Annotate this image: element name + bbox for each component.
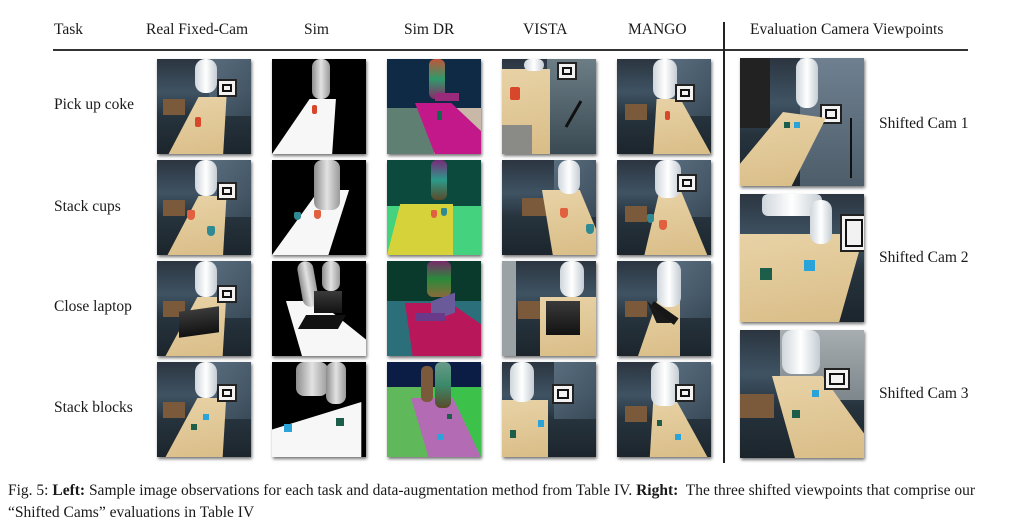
image-vista-stack-cups <box>502 160 596 255</box>
image-shifted-cam-2 <box>740 194 864 322</box>
image-shifted-cam-1 <box>740 58 864 186</box>
header-sim-dr: Sim DR <box>404 21 455 38</box>
task-label-stack-blocks: Stack blocks <box>54 399 133 416</box>
image-sim-dr-pick-up-coke <box>387 59 481 154</box>
image-real-pick-up-coke <box>157 59 251 154</box>
sim-dr-bg <box>387 362 481 389</box>
header-real-fixed-cam: Real Fixed-Cam <box>146 21 249 38</box>
task-label-stack-cups: Stack cups <box>54 198 121 215</box>
shifted-cam-2-label: Shifted Cam 2 <box>879 249 969 266</box>
caption-right-text: The three shifted viewpoints that compri… <box>8 482 979 521</box>
header-mango: MANGO <box>628 21 687 38</box>
image-vista-stack-blocks <box>502 362 596 457</box>
caption-right-bold: Right: <box>636 482 679 499</box>
image-real-close-laptop <box>157 261 251 356</box>
image-mango-stack-blocks <box>617 362 711 457</box>
header-sim: Sim <box>304 21 329 38</box>
image-sim-stack-cups <box>272 160 366 255</box>
vertical-divider <box>723 22 725 463</box>
image-real-stack-cups <box>157 160 251 255</box>
header-vista: VISTA <box>523 21 568 38</box>
image-shifted-cam-3 <box>740 330 864 458</box>
image-sim-dr-stack-cups <box>387 160 481 255</box>
image-sim-dr-close-laptop <box>387 261 481 356</box>
caption-left-text: Sample image observations for each task … <box>85 482 637 499</box>
image-sim-dr-stack-blocks <box>387 362 481 457</box>
image-vista-pick-up-coke <box>502 59 596 154</box>
figure-caption: Fig. 5: Left: Sample image observations … <box>8 480 1018 524</box>
image-vista-close-laptop <box>502 261 596 356</box>
image-mango-close-laptop <box>617 261 711 356</box>
shifted-cam-3-label: Shifted Cam 3 <box>879 385 969 402</box>
header-evaluation-viewpoints: Evaluation Camera Viewpoints <box>750 21 944 38</box>
task-label-pick-up-coke: Pick up coke <box>54 96 135 113</box>
task-label-close-laptop: Close laptop <box>54 298 132 315</box>
image-sim-stack-blocks <box>272 362 366 457</box>
image-sim-pick-up-coke <box>272 59 366 154</box>
image-real-stack-blocks <box>157 362 251 457</box>
caption-left-bold: Left: <box>52 482 86 499</box>
image-mango-stack-cups <box>617 160 711 255</box>
shifted-cam-1-label: Shifted Cam 1 <box>879 115 969 132</box>
header-task: Task <box>54 21 84 38</box>
header-rule <box>53 49 968 51</box>
image-mango-pick-up-coke <box>617 59 711 154</box>
image-sim-close-laptop <box>272 261 366 356</box>
caption-fig-label: Fig. 5: <box>8 482 49 499</box>
